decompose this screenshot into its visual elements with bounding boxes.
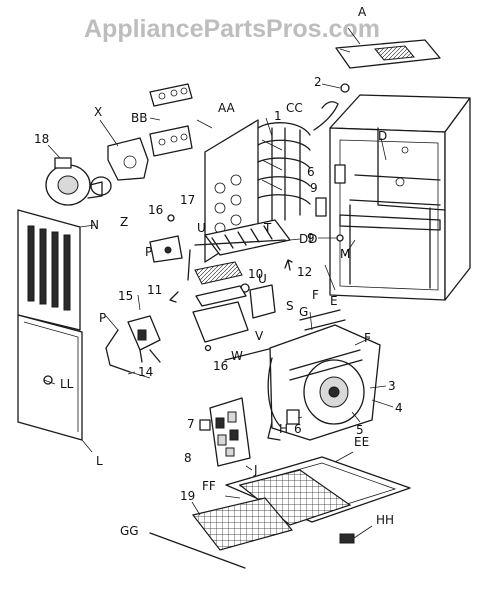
label-dd: DD <box>299 232 317 246</box>
label-11: 11 <box>147 283 162 297</box>
label-12: 12 <box>297 265 312 279</box>
label-d: D <box>378 129 387 143</box>
part-t-rod[interactable] <box>194 239 286 246</box>
label-3: 3 <box>388 379 396 393</box>
label-w: W <box>231 349 243 363</box>
part-15-gas-valve[interactable] <box>105 315 161 379</box>
label-17: 17 <box>180 193 195 207</box>
label-u-2: U <box>258 272 267 286</box>
label-j: J <box>253 463 258 477</box>
part-2-fitting[interactable] <box>321 83 350 93</box>
label-u-1: U <box>197 221 206 235</box>
part-s-plate[interactable] <box>249 284 276 319</box>
label-z: Z <box>120 215 128 229</box>
part-l-lower-door[interactable] <box>17 314 93 453</box>
part-gg-rod[interactable] <box>149 532 246 569</box>
part-9-screw[interactable] <box>318 234 344 242</box>
leader-lines <box>43 117 394 516</box>
label-m: M <box>340 247 350 261</box>
label-bb: BB <box>131 111 147 125</box>
part-x-inducer-plate[interactable] <box>99 119 149 181</box>
part-z-gasket-ring[interactable] <box>90 176 112 196</box>
label-t: T <box>263 221 272 235</box>
part-a-top-panel[interactable] <box>335 27 441 69</box>
label-n: N <box>90 218 99 232</box>
label-5: 5 <box>356 423 364 437</box>
part-16-screw-a[interactable] <box>167 214 175 222</box>
label-f-1: F <box>312 288 319 302</box>
part-11-bracket[interactable] <box>169 291 179 303</box>
label-p-1: P <box>145 245 152 259</box>
label-p-2: P <box>99 311 106 325</box>
part-12-igniter[interactable] <box>284 259 293 271</box>
label-6: 6 <box>294 422 302 436</box>
label-aa: AA <box>218 101 236 115</box>
part-cc-wire[interactable] <box>313 101 339 131</box>
label-16-b: 16 <box>213 359 228 373</box>
part-blower-assembly[interactable] <box>267 309 381 441</box>
label-s: S <box>286 299 294 313</box>
label-ll: LL <box>60 377 74 391</box>
part-cabinet[interactable] <box>329 94 471 301</box>
label-19: 19 <box>180 489 195 503</box>
part-16-screw-b[interactable] <box>204 344 212 352</box>
label-x: X <box>94 105 102 119</box>
label-ee: EE <box>354 435 369 449</box>
part-u-limit-switch[interactable] <box>187 249 243 285</box>
label-15: 15 <box>118 289 133 303</box>
label-4: 4 <box>395 401 403 415</box>
label-14: 14 <box>138 365 153 379</box>
label-f-2: F <box>364 331 371 345</box>
label-l: L <box>96 454 103 468</box>
part-19-base-grill[interactable] <box>191 497 294 551</box>
part-labels: A 2 CC AA 1 BB X D 18 6 9 17 16 Z N U T … <box>34 5 403 538</box>
label-a: A <box>358 5 367 19</box>
part-n-upper-door[interactable] <box>17 209 96 331</box>
part-6-capacitor[interactable] <box>286 409 300 425</box>
label-cc: CC <box>286 101 303 115</box>
watermark-text: AppliancePartsPros.com <box>84 15 380 43</box>
label-7: 7 <box>187 417 195 431</box>
part-p-control-panel[interactable] <box>149 235 183 263</box>
label-c: 9 <box>310 181 318 195</box>
part-18-inducer-motor[interactable] <box>45 144 103 206</box>
part-j-control-board[interactable] <box>199 397 251 467</box>
label-gg: GG <box>120 524 139 538</box>
label-10: 10 <box>248 267 263 281</box>
label-ff: FF <box>202 479 216 493</box>
label-v: V <box>255 329 264 343</box>
label-16-a: 16 <box>148 203 163 217</box>
label-8: 8 <box>184 451 192 465</box>
label-e: E <box>330 294 338 308</box>
label-g: G <box>299 305 308 319</box>
label-9: 9 <box>307 231 315 245</box>
label-2: 2 <box>314 75 322 89</box>
label-hh: HH <box>376 513 394 527</box>
part-c-bracket[interactable] <box>315 197 327 217</box>
part-h-bracket[interactable] <box>267 421 281 441</box>
part-w-shelf[interactable] <box>192 285 249 343</box>
label-1: 1 <box>274 109 282 123</box>
label-h: H <box>279 422 288 436</box>
label-6-top: 6 <box>307 165 315 179</box>
label-18: 18 <box>34 132 49 146</box>
part-bb-gaskets[interactable] <box>149 83 193 157</box>
part-hh-fastener[interactable] <box>339 525 373 544</box>
